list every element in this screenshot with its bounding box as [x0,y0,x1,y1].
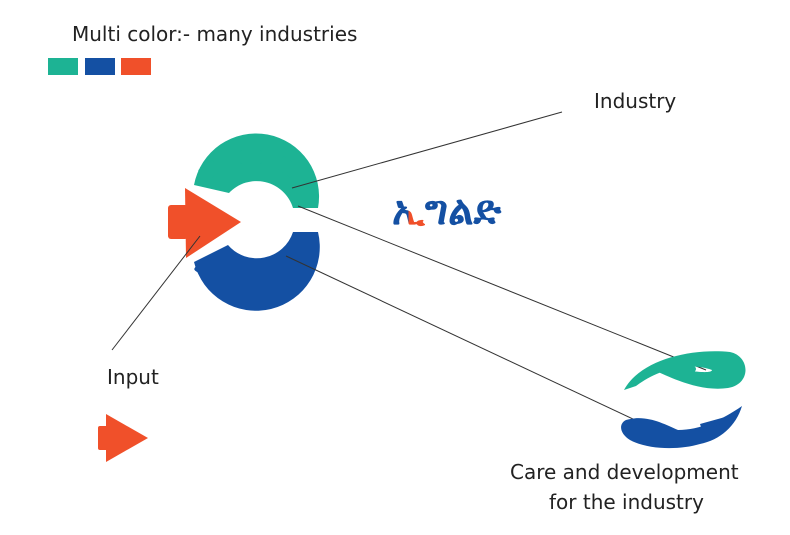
input-label: Input [107,365,159,389]
line-to-input [111,235,201,351]
line-to-teal-hand [297,205,707,371]
gear-logo-icon [168,133,320,311]
swatch-teal [48,58,78,75]
line-to-industry [291,111,563,189]
gear-orange-input [168,188,241,258]
input-arrow-icon [98,414,148,462]
brand-first-char: ኢ [392,188,425,234]
gear-blue-segment [194,232,320,311]
care-label-line2: for the industry [549,490,704,514]
line-to-blue-hand [285,255,653,429]
brand-wordmark: ኢግልድ [392,188,501,234]
teal-hand-icon [624,351,746,390]
gear-teal-segment [194,133,320,208]
connector-lines [111,111,707,429]
swatch-orange [121,58,151,75]
blue-hand-icon [621,406,742,449]
industry-label: Industry [594,89,677,113]
brand-rest: ግልድ [424,188,502,234]
swatch-blue [85,58,115,75]
legend-title: Multi color:- many industries [72,22,358,46]
care-label-line1: Care and development [510,460,739,484]
